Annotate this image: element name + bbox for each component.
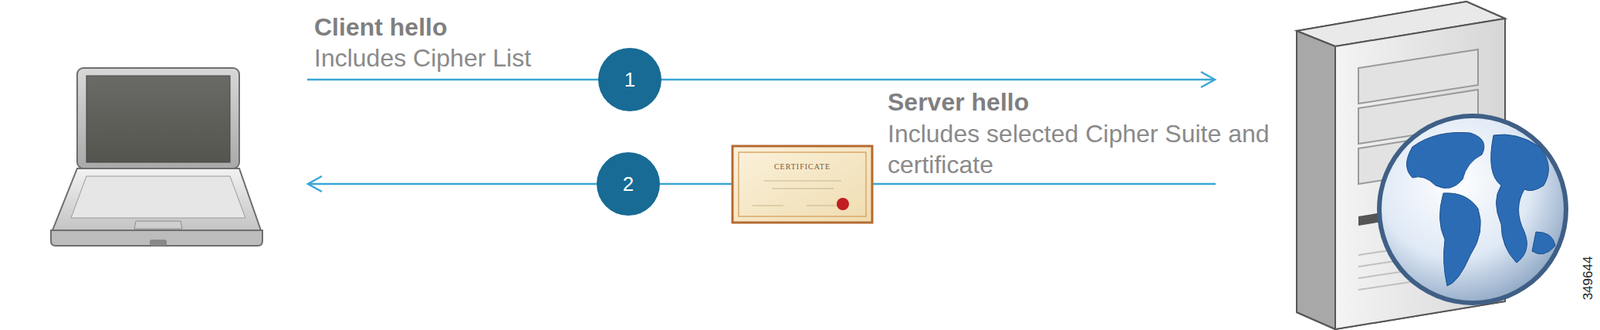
certificate-icon [732,145,873,223]
message-title: Server hello [887,87,1029,117]
callout-number: 2 [622,172,634,197]
server-icon [1296,1,1569,329]
step-number: 2 [596,152,660,216]
certificate-heading: CERTIFICATE [774,162,831,172]
message-note: Includes selected Cipher Suite and certi… [887,118,1278,180]
figure-number: 349644 [1580,256,1597,301]
laptop-icon [50,67,263,246]
message-title: Client hello [314,12,447,42]
step-number: 1 [598,47,662,112]
message-note: Includes Cipher List [314,43,532,73]
callout-number: 1 [624,67,636,92]
